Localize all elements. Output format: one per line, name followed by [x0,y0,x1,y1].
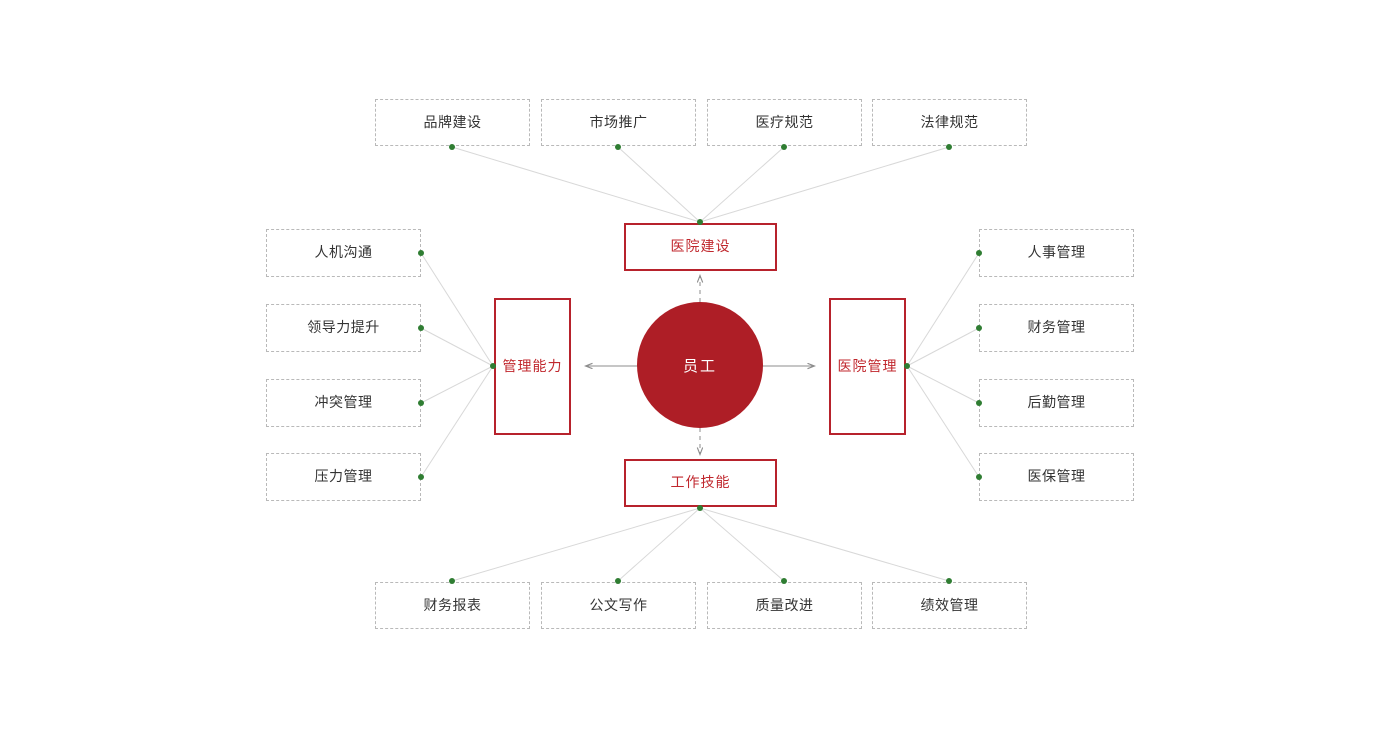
anchor-dot-17 [697,219,703,225]
branch-node-label: 医院建设 [670,238,731,255]
leaf-node-left-1[interactable]: 人机沟通 [266,229,421,277]
leaf-node-left-4[interactable]: 压力管理 [266,453,421,501]
leaf-node-label: 市场推广 [589,113,648,130]
leaf-node-label: 人机沟通 [314,244,373,261]
leaf-node-label: 品牌建设 [423,113,482,130]
anchor-dot-16 [946,578,952,584]
anchor-dot-6 [418,325,424,331]
leaf-node-top-4[interactable]: 法律规范 [872,99,1027,146]
anchor-dot-10 [976,325,982,331]
anchor-dot-18 [490,363,496,369]
anchor-dot-14 [615,578,621,584]
leaf-node-left-3[interactable]: 冲突管理 [266,379,421,427]
anchor-dot-1 [449,144,455,150]
connector-line-0-0 [451,146,701,223]
branch-node-label: 医院管理 [837,357,898,374]
leaf-node-left-2[interactable]: 领导力提升 [266,304,421,352]
leaf-node-top-2[interactable]: 市场推广 [541,99,696,146]
center-node-employee[interactable]: 员工 [637,302,763,428]
anchor-dot-11 [976,400,982,406]
leaf-node-label: 医疗规范 [755,113,814,130]
leaf-node-label: 压力管理 [314,468,373,485]
branch-left[interactable]: 管理能力 [494,298,571,435]
leaf-node-top-3[interactable]: 医疗规范 [707,99,862,146]
leaf-node-top-1[interactable]: 品牌建设 [375,99,530,146]
leaf-node-right-3[interactable]: 后勤管理 [979,379,1134,427]
leaf-node-label: 绩效管理 [920,596,979,613]
anchor-dot-7 [418,400,424,406]
leaf-node-label: 冲突管理 [314,394,373,411]
leaf-node-right-4[interactable]: 医保管理 [979,453,1134,501]
connector-line-0-2 [699,146,785,223]
connector-line-1-0 [420,252,494,367]
anchor-dot-13 [449,578,455,584]
anchor-dot-19 [904,363,910,369]
center-node-label: 员工 [682,357,717,375]
leaf-node-label: 质量改进 [755,596,814,613]
leaf-node-bottom-1[interactable]: 财务报表 [375,582,530,629]
anchor-dot-5 [418,250,424,256]
connector-line-0-3 [699,146,950,223]
connector-line-1-1 [420,327,494,367]
connector-line-2-2 [906,365,980,404]
branch-top[interactable]: 医院建设 [624,223,777,271]
anchor-dot-2 [615,144,621,150]
connector-line-3-1 [617,507,701,582]
anchor-dot-3 [781,144,787,150]
anchor-dot-20 [697,505,703,511]
leaf-node-label: 人事管理 [1027,244,1086,261]
leaf-node-label: 公文写作 [589,596,648,613]
anchor-dot-4 [946,144,952,150]
connector-line-0-1 [617,146,701,223]
connector-line-1-2 [420,365,494,404]
leaf-node-label: 后勤管理 [1027,394,1086,411]
leaf-node-label: 领导力提升 [307,319,380,336]
anchor-dot-8 [418,474,424,480]
connector-line-2-3 [906,365,980,478]
connector-line-1-3 [420,365,494,478]
leaf-node-label: 医保管理 [1027,468,1086,485]
leaf-node-label: 财务管理 [1027,319,1086,336]
branch-node-label: 管理能力 [502,357,563,374]
branch-right[interactable]: 医院管理 [829,298,906,435]
connector-line-3-0 [451,507,701,582]
leaf-node-label: 法律规范 [920,113,979,130]
leaf-node-right-2[interactable]: 财务管理 [979,304,1134,352]
connector-line-3-2 [699,507,785,582]
leaf-node-bottom-4[interactable]: 绩效管理 [872,582,1027,629]
leaf-node-label: 财务报表 [423,596,482,613]
connector-line-3-3 [699,507,950,582]
leaf-node-bottom-2[interactable]: 公文写作 [541,582,696,629]
connector-line-2-1 [906,327,980,367]
anchor-dot-15 [781,578,787,584]
leaf-node-bottom-3[interactable]: 质量改进 [707,582,862,629]
connector-line-2-0 [906,252,980,367]
leaf-node-right-1[interactable]: 人事管理 [979,229,1134,277]
branch-bottom[interactable]: 工作技能 [624,459,777,507]
anchor-dot-12 [976,474,982,480]
anchor-dot-9 [976,250,982,256]
branch-node-label: 工作技能 [670,474,731,491]
